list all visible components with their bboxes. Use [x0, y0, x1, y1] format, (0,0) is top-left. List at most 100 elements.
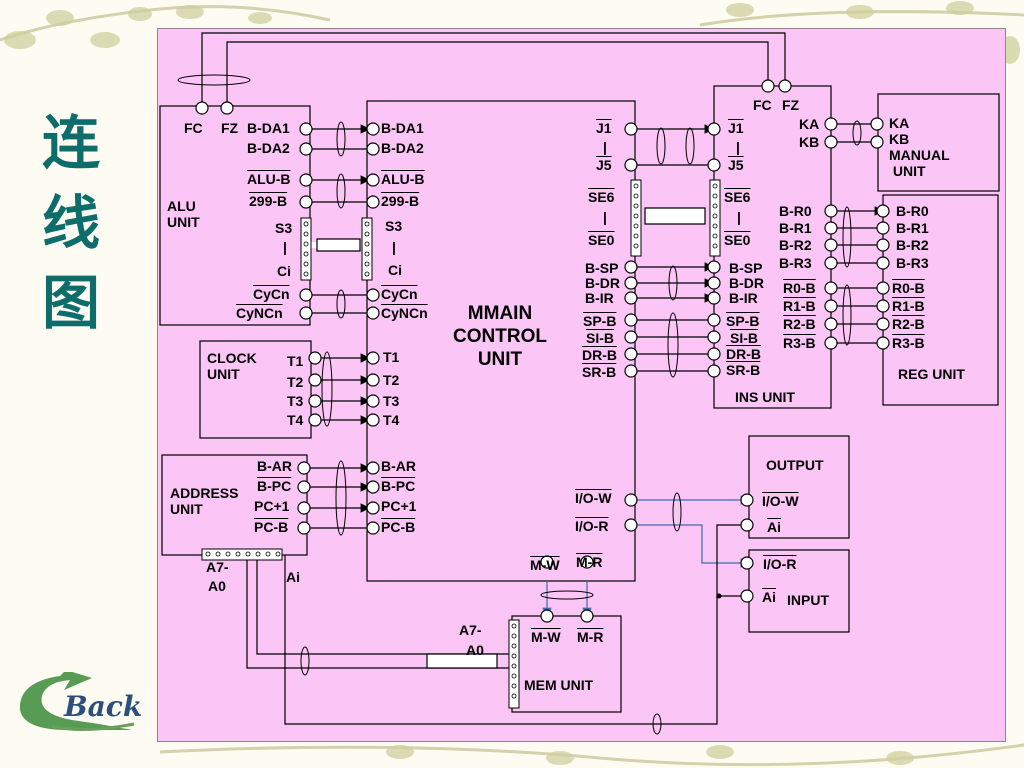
ins-se-bar-label: | [737, 209, 741, 225]
title-char-3: 图 [41, 269, 100, 337]
main-alub-label: ALU-B [381, 171, 425, 187]
ins-br1-label: B-R1 [779, 220, 812, 236]
alu-bda2-label: B-DA2 [247, 140, 290, 156]
mem-mw-label: M-W [531, 629, 561, 645]
main-srb-label: SR-B [582, 364, 617, 380]
clock-t4-label: T4 [287, 412, 304, 428]
back-label: Back [64, 690, 143, 723]
alu-299b-label: 299-B [249, 193, 288, 209]
main-bar-label: | [392, 239, 396, 255]
main-se0-label: SE0 [588, 232, 615, 248]
ins-r2b-label: R2-B [783, 316, 816, 332]
ins-j-bar-label: | [736, 139, 740, 155]
clock-t2-label: T2 [287, 374, 304, 390]
main-sib-label: SI-B [586, 330, 614, 346]
reg-r2b-label: R2-B [892, 316, 925, 332]
title-char-1: 连 [41, 109, 100, 177]
ins-j1-label: J1 [728, 120, 744, 136]
alu-unit-label: ALU UNIT [167, 198, 200, 230]
ins-r0b-label: R0-B [783, 280, 816, 296]
main-iow-label: I/O-W [575, 490, 612, 506]
reg-br2-label: B-R2 [896, 237, 929, 253]
main-bar-ar-label: B-AR [381, 458, 416, 474]
alu-unit-box [159, 105, 311, 326]
addr-a0-label: A0 [208, 578, 226, 594]
ins-unit-label: INS UNIT [735, 389, 795, 405]
ins-br3-label: B-R3 [779, 255, 812, 271]
main-pcb-label: PC-B [381, 519, 416, 535]
input-unit-label: INPUT [787, 592, 829, 608]
back-arrow-icon [19, 670, 135, 732]
ins-br2-label: B-R2 [779, 237, 812, 253]
reg-unit-label: REG UNIT [898, 366, 965, 382]
alu-alub-label: ALU-B [247, 171, 291, 187]
alu-cyncn-label: CyNCn [236, 305, 283, 321]
main-bdr-label: B-DR [585, 275, 620, 291]
input-ai-label: Ai [762, 589, 776, 605]
ins-fc-label: FC [753, 97, 772, 113]
alu-fz-label: FZ [221, 120, 239, 136]
ins-bsp-label: B-SP [729, 260, 763, 276]
reg-br3-label: B-R3 [896, 255, 929, 271]
alu-ci-label: Ci [277, 263, 291, 279]
main-j-bar-label: | [603, 139, 607, 155]
input-ior-label: I/O-R [763, 556, 797, 572]
ins-bdr-label: B-DR [729, 275, 764, 291]
main-t2-label: T2 [383, 372, 400, 388]
main-j5-label: J5 [596, 157, 612, 173]
addr-bpc-label: B-PC [257, 478, 292, 494]
clock-unit-box [199, 340, 312, 439]
reg-r3b-label: R3-B [892, 335, 925, 351]
addr-bar-label: B-AR [257, 458, 292, 474]
clock-t1-label: T1 [287, 353, 304, 369]
mem-a0-label: A0 [466, 642, 484, 658]
ins-br0-label: B-R0 [779, 203, 812, 219]
main-pc1-label: PC+1 [381, 498, 417, 514]
main-299b-label: 299-B [381, 193, 420, 209]
main-se6-label: SE6 [588, 189, 615, 205]
main-mr-label: M-R [576, 554, 603, 570]
ins-se0-label: SE0 [724, 232, 751, 248]
ins-spb-label: SP-B [726, 313, 760, 329]
addr-pc1-label: PC+1 [254, 498, 290, 514]
addr-ai-label: Ai [286, 569, 300, 585]
main-t3-label: T3 [383, 393, 400, 409]
mem-unit-box [511, 615, 622, 713]
alu-cycn-label: CyCn [253, 286, 290, 302]
main-s3-label: S3 [385, 218, 403, 234]
alu-bar-label: | [283, 239, 287, 255]
ins-r1b-label: R1-B [783, 298, 816, 314]
main-j1-label: J1 [596, 120, 612, 136]
output-unit-box [748, 435, 850, 539]
main-ior-label: I/O-R [575, 518, 609, 534]
alu-bda1-label: B-DA1 [247, 120, 290, 136]
address-unit-label: ADDRESS UNIT [170, 485, 239, 517]
reg-r1b-label: R1-B [892, 298, 925, 314]
reg-br0-label: B-R0 [896, 203, 929, 219]
mem-a7-label: A7- [459, 622, 482, 638]
main-se-bar-label: | [603, 209, 607, 225]
main-bda1-label: B-DA1 [381, 120, 424, 136]
ins-ka-label: KA [799, 116, 820, 132]
main-cyncn-label: CyNCn [381, 305, 428, 321]
ins-bir-label: B-IR [729, 290, 758, 306]
main-cycn-label: CyCn [381, 286, 418, 302]
mem-mr-label: M-R [577, 629, 604, 645]
diagram-panel [157, 28, 1006, 742]
back-button[interactable]: Back [12, 670, 143, 734]
ins-fz-label: FZ [782, 97, 800, 113]
output-iow-label: I/O-W [762, 493, 799, 509]
ins-j5-label: J5 [728, 157, 744, 173]
connection-wires [159, 32, 1000, 735]
mem-unit-label: MEM UNIT [524, 677, 594, 693]
main-bir-label: B-IR [585, 290, 614, 306]
clock-t3-label: T3 [287, 393, 304, 409]
main-t1-label: T1 [383, 349, 400, 365]
main-ci-label: Ci [388, 262, 402, 278]
ins-drb-label: DR-B [726, 346, 761, 362]
ins-sib-label: SI-B [730, 330, 758, 346]
alu-s3-label: S3 [275, 220, 293, 236]
main-bsp-label: B-SP [585, 260, 619, 276]
ins-kb-label: KB [799, 134, 820, 150]
